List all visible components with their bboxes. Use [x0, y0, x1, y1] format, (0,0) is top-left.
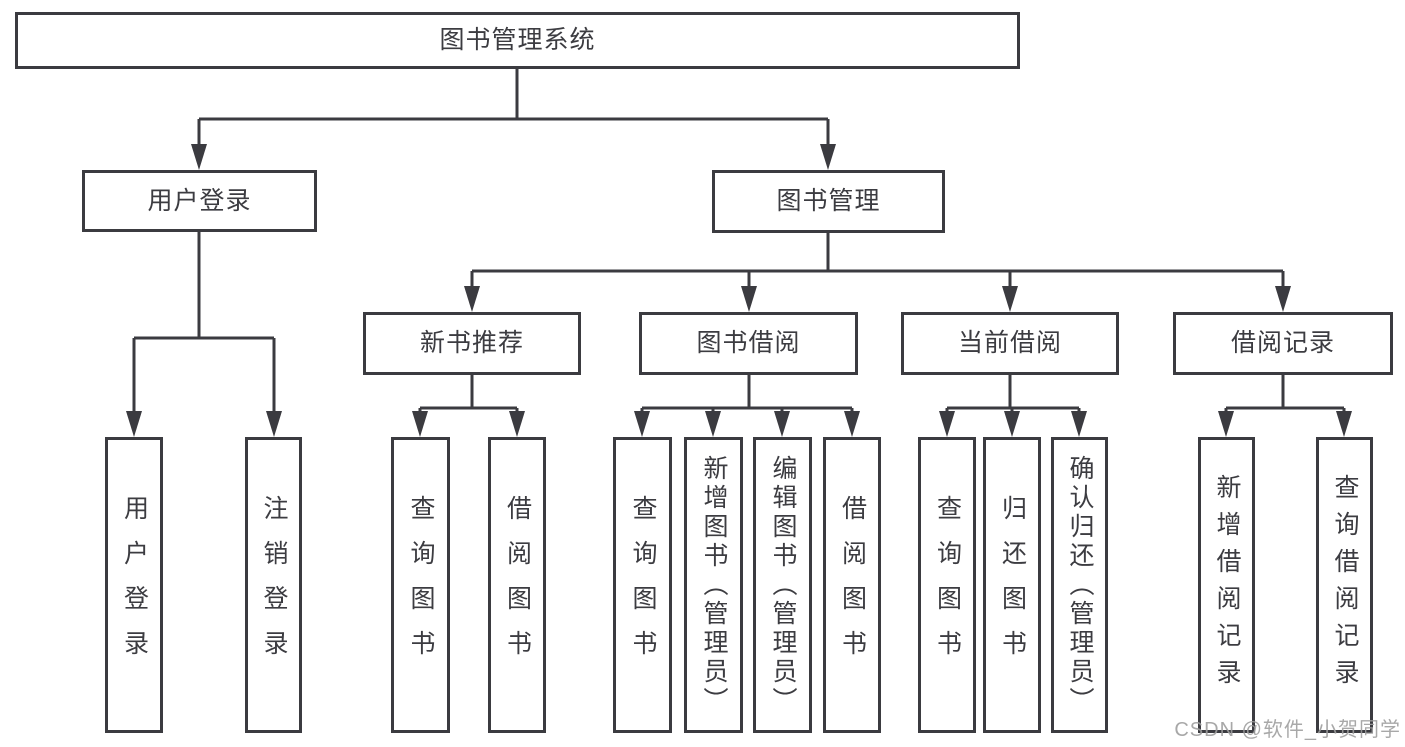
node-user-login: 用户登录 [82, 170, 317, 232]
connector-management-to-level3 [470, 233, 1285, 288]
leaf-logout: 注销登录 [245, 437, 302, 733]
leaf-return-books: 归还图书 [983, 437, 1041, 733]
connector-recommend-to-leaves [418, 375, 519, 412]
connector-root-to-level2 [197, 69, 830, 146]
leaf-add-borrow-record: 新增借阅记录 [1198, 437, 1255, 733]
node-new-book-recommend-label: 新书推荐 [419, 329, 524, 357]
leaf-user-login: 用户登录 [105, 437, 163, 733]
node-borrow-records-label: 借阅记录 [1230, 329, 1335, 357]
leaf-borrow-books: 借阅图书 [823, 437, 881, 733]
node-library-system-label: 图书管理系统 [439, 26, 596, 54]
leaf-edit-book-admin: 编辑图书（管理员） [753, 437, 812, 733]
node-borrow-records: 借阅记录 [1173, 312, 1393, 375]
leaf-confirm-return-admin: 确认归还（管理员） [1051, 437, 1108, 733]
leaf-query-borrow-record: 查询借阅记录 [1316, 437, 1373, 733]
leaf-borrow-books-recommend: 借阅图书 [488, 437, 546, 733]
csdn-watermark: CSDN @软件_小贺同学 [1174, 719, 1401, 741]
node-book-borrow: 图书借阅 [639, 312, 858, 375]
leaf-query-books-current: 查询图书 [918, 437, 976, 733]
node-library-system: 图书管理系统 [15, 12, 1020, 69]
connector-records-to-leaves [1224, 375, 1346, 412]
leaf-query-books-recommend: 查询图书 [391, 437, 450, 733]
node-user-login-label: 用户登录 [147, 186, 252, 215]
node-current-borrow: 当前借阅 [901, 312, 1119, 375]
connector-current-to-leaves [945, 375, 1081, 412]
node-book-management-label: 图书管理 [776, 187, 881, 215]
leaf-add-book-admin: 新增图书（管理员） [684, 437, 743, 733]
node-current-borrow-label: 当前借阅 [957, 329, 1062, 357]
node-new-book-recommend: 新书推荐 [363, 312, 581, 375]
connector-borrow-to-leaves [640, 375, 854, 412]
leaf-query-books-borrow: 查询图书 [613, 437, 672, 733]
connector-userlogin-to-leaves [132, 232, 276, 412]
node-book-management: 图书管理 [712, 170, 945, 233]
node-book-borrow-label: 图书借阅 [696, 329, 801, 357]
